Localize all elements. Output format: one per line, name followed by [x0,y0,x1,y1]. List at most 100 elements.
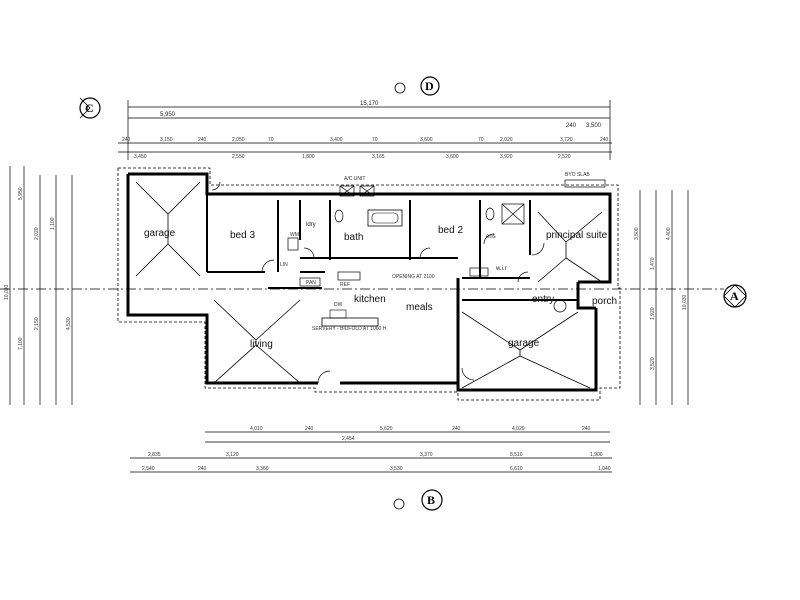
room-label-garage-left: garage [144,228,176,239]
right-dimensions: 3,500 1,470 1,920 4,400 3,520 10,030 [634,190,689,405]
top-dimensions: 15,170 5,950 240 3,500 240 3,150 240 2,0… [118,100,612,160]
dim-b2-1: 3,120 [226,452,239,458]
dim-b1-5: 240 [582,426,591,432]
room-label-wir: w.i.r [495,266,507,272]
dim-right-0: 3,500 [634,227,640,240]
grid-marker-a: A [723,284,747,308]
doors [211,181,545,384]
dim-r2-2: 1,800 [302,154,315,160]
grid-label-b: B [427,493,435,507]
dim-r2-6: 2,520 [558,154,571,160]
dim-b3-0: 2,540 [142,466,155,472]
dim-r2-1: 2,550 [232,154,245,160]
bathtub-icon [367,209,403,227]
note-pan: PAN [306,280,316,286]
grid-marker-d: D [394,76,440,96]
room-label-bed3: bed 3 [230,230,255,241]
dim-r1-0: 240 [122,137,131,143]
grid-label-c: C [85,101,94,115]
note-kitchen-servery: SERVERY - BIDFOLD AT 1060 H [312,326,387,332]
dim-left-0: 5,950 [18,187,24,200]
dim-r1-8: 70 [478,137,484,143]
roof-lines [135,181,603,389]
room-label-ldry: ldry [306,222,316,228]
external-walls [126,172,612,392]
note-dw: DW [334,302,343,308]
dim-top-main: 15,170 [360,101,379,107]
dim-r1-5: 3,400 [330,137,343,143]
dim-b3-4: 6,610 [510,466,523,472]
dim-left-5: 4,530 [66,317,72,330]
dim-b1-4: 4,020 [512,426,525,432]
internal-walls [206,194,578,301]
dim-r2-3: 3,165 [372,154,385,160]
note-ac-unit: A/C UNIT [344,176,365,182]
grid-label-a: A [730,289,739,303]
dim-r1-3: 2,050 [232,137,245,143]
dim-r1-9: 2,020 [500,137,513,143]
room-label-garage-right: garage [508,338,540,349]
kitchen-bench [321,317,379,327]
dim-r1-1: 3,150 [160,137,173,143]
room-label-ens: ens [486,234,496,240]
dim-b1-0: 4,010 [250,426,263,432]
dim-top-sub: 5,950 [160,112,176,118]
room-label-porch: porch [592,296,617,307]
dim-r1-11: 240 [600,137,609,143]
dim-r1-4: 70 [268,137,274,143]
dim-right-1: 1,470 [650,257,656,270]
dim-r1-7: 3,600 [420,137,433,143]
dim-top-right-a: 240 [566,123,577,129]
dim-r2-0: 3,450 [134,154,147,160]
grid-marker-c: C [79,97,101,119]
dim-r1-6: 70 [372,137,378,143]
dim-left-2: 7,100 [18,337,24,350]
note-ref: REF [340,282,350,288]
room-label-meals: meals [406,302,433,313]
room-label-bath: bath [344,232,363,243]
dim-b2-2: 2,454 [342,436,355,442]
dim-b2-3: 3,370 [420,452,433,458]
grid-marker-b: B [393,489,443,511]
dim-b1-1: 240 [305,426,314,432]
dim-right-2: 1,920 [650,307,656,320]
room-label-bed2: bed 2 [438,225,463,236]
room-label-living: living [250,339,273,350]
room-label-principal-suite: principal suite [546,230,608,241]
note-slab: BYO SLAB [565,172,590,178]
note-wm: WM [290,232,299,238]
dim-b2-4: 8,510 [510,452,523,458]
dim-b2-0: 2,835 [148,452,161,458]
dim-b3-3: 3,530 [390,466,403,472]
room-label-kitchen: kitchen [354,294,386,305]
dim-left-total: 10,030 [4,284,10,300]
eave-outline [117,167,621,401]
dim-b1-3: 240 [452,426,461,432]
ensuite-toilet-icon [485,207,495,221]
dim-b1-2: 5,620 [380,426,393,432]
note-opening: OPENING AT 2100 [392,274,435,280]
dim-right-3: 4,400 [666,227,672,240]
dim-right-4: 3,520 [650,357,656,370]
dim-b3-5: 1,040 [598,466,611,472]
dim-top-right-b: 3,500 [586,123,602,129]
dim-r1-2: 240 [198,137,207,143]
dim-r2-4: 3,600 [446,154,459,160]
room-label-entry: entry [532,294,554,305]
dim-b3-1: 240 [198,466,207,472]
dim-b2-5: 1,900 [590,452,603,458]
left-dimensions: 10,030 5,950 2,020 7,100 1,100 2,150 4,5… [4,166,73,405]
grid-label-d: D [425,79,434,93]
dim-right-total: 10,030 [682,294,688,310]
washing-machine-icon [287,237,299,251]
dim-left-3: 1,100 [50,217,56,230]
dim-b3-2: 3,360 [256,466,269,472]
shower-icon [501,203,525,225]
toilet-icon [334,209,344,223]
bottom-dimensions: 4,010 240 5,620 240 4,020 240 2,835 3,12… [130,426,612,473]
dim-left-4: 2,150 [34,317,40,330]
dim-r1-10: 3,720 [560,137,573,143]
note-lin: LIN [280,262,288,268]
dim-left-1: 2,020 [34,227,40,240]
